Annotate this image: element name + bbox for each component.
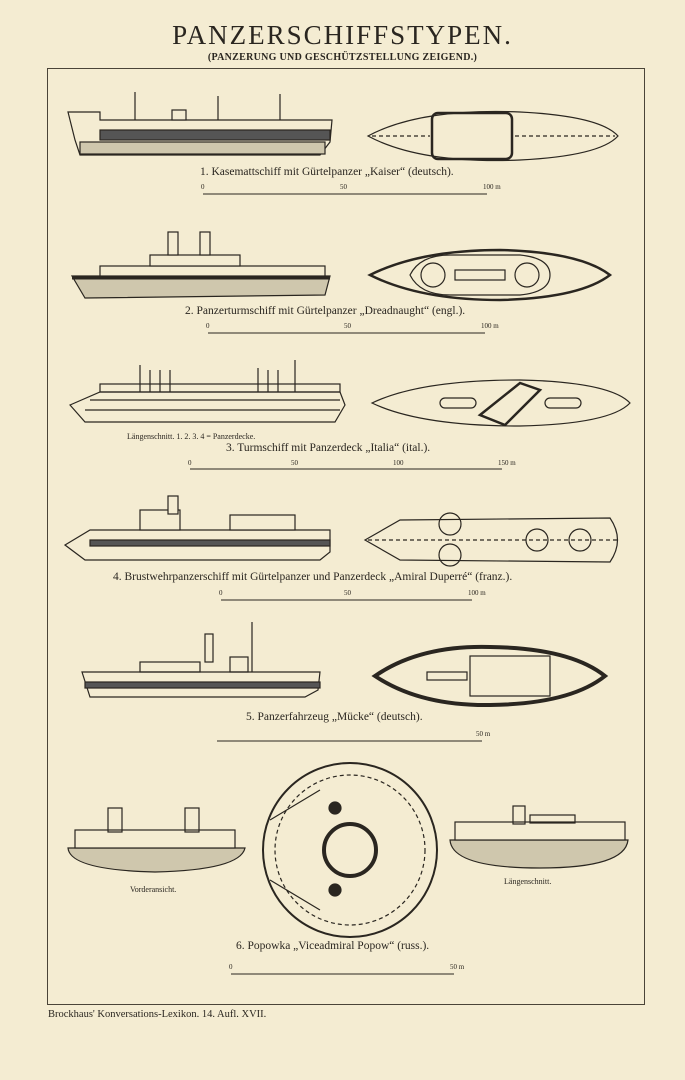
plate-title: PANZERSCHIFFSTYPEN. xyxy=(172,20,513,50)
scale-4-label: 0 xyxy=(219,589,223,597)
ship-3-side-view xyxy=(69,360,346,423)
ship-4-side-view xyxy=(63,495,331,561)
ship-6-front-view xyxy=(67,807,246,873)
scale-4-label: 50 xyxy=(344,589,351,597)
scale-1-label: 100 m xyxy=(483,183,501,191)
scale-4-label: 100 m xyxy=(468,589,486,597)
ship-2-side-view xyxy=(70,231,331,299)
ship-6-section-label: Längenschnitt. xyxy=(504,877,552,886)
scale-3-label: 100 xyxy=(393,459,404,467)
plate-subtitle: (PANZERUNG UND GESCHÜTZSTELLUNG ZEIGEND.… xyxy=(207,52,478,63)
scale-3-label: 0 xyxy=(188,459,192,467)
scale-6-label: 50 m xyxy=(450,963,465,971)
ship-1-caption: 1. Kasemattschiff mit Gürtelpanzer „Kais… xyxy=(200,166,454,178)
ship-3-top-view xyxy=(370,379,631,427)
ship-4-caption: 4. Brustwehrpanzerschiff mit Gürtelpanze… xyxy=(113,571,513,583)
scale-2-label: 100 m xyxy=(481,322,499,330)
ship-3-caption: 3. Turmschiff mit Panzerdeck „Italia“ (i… xyxy=(226,442,431,454)
scale-3-label: 50 xyxy=(291,459,298,467)
ship-5-top-view xyxy=(371,644,609,708)
ship-5-side-view xyxy=(81,622,321,698)
scale-1-label: 0 xyxy=(201,183,205,191)
scale-6-label: 0 xyxy=(229,963,233,971)
scale-2-label: 0 xyxy=(206,322,210,330)
scale-2-label: 50 xyxy=(344,322,351,330)
scale-3-label: 150 m xyxy=(498,459,516,467)
scale-5-label: 50 m xyxy=(476,730,491,738)
ship-1-side-view xyxy=(67,92,333,156)
ship-3-note: Längenschnitt. 1. 2. 3. 4 = Panzerdecke. xyxy=(127,432,256,441)
ship-5-caption: 5. Panzerfahrzeug „Mücke“ (deutsch). xyxy=(246,711,423,723)
ship-6-section-view xyxy=(449,805,629,869)
ship-6-top-view xyxy=(262,762,438,938)
plate-frame xyxy=(47,68,645,1005)
plate-footer: Brockhaus' Konversations-Lexikon. 14. Au… xyxy=(48,1009,267,1020)
ship-2-caption: 2. Panzerturmschiff mit Gürtelpanzer „Dr… xyxy=(185,305,466,317)
ship-2-top-view xyxy=(367,248,613,302)
ship-6-caption: 6. Popowka „Viceadmiral Popow“ (russ.). xyxy=(236,940,430,952)
ship-6-front-label: Vorderansicht. xyxy=(130,885,177,894)
scale-1-label: 50 xyxy=(340,183,347,191)
ship-1-top-view xyxy=(366,110,619,162)
ship-4-top-view xyxy=(363,512,620,567)
